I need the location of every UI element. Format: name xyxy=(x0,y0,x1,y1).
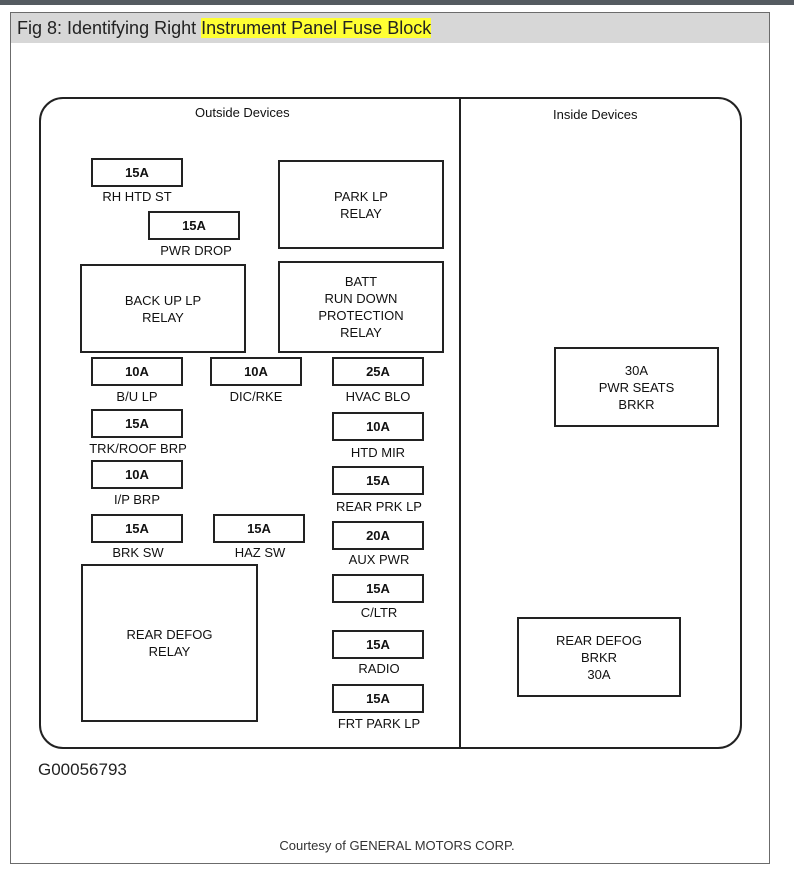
top-bar xyxy=(0,0,794,5)
section-divider xyxy=(459,98,461,748)
section-title-inside: Inside Devices xyxy=(553,107,638,122)
fuse-label-bu-lp: B/U LP xyxy=(116,389,158,404)
fuse-label-haz-sw: HAZ SW xyxy=(234,545,286,560)
fuse-radio: 15A xyxy=(332,630,424,659)
relay-park-lp: PARK LP RELAY xyxy=(278,160,444,249)
fuse-label-aux-pwr: AUX PWR xyxy=(348,552,410,567)
fuse-label-radio: RADIO xyxy=(358,661,400,676)
figure-id: G00056793 xyxy=(38,760,127,779)
fuse-label-rear-prk-lp: REAR PRK LP xyxy=(336,499,422,514)
fuse-haz-sw: 15A xyxy=(213,514,305,543)
section-title-outside: Outside Devices xyxy=(195,105,290,120)
fuse-frt-park-lp: 15A xyxy=(332,684,424,713)
fuse-label-trk-roof-brp: TRK/ROOF BRP xyxy=(89,441,187,456)
relay-back-up-lp: BACK UP LP RELAY xyxy=(80,264,246,353)
figure-frame: Fig 8: Identifying Right Instrument Pane… xyxy=(10,12,770,864)
relay-batt-run-down: BATT RUN DOWN PROTECTION RELAY xyxy=(278,261,444,353)
fuse-label-pwr-drop: PWR DROP xyxy=(160,243,232,258)
fuse-ip-brp: 10A xyxy=(91,460,183,489)
fuse-label-frt-park-lp: FRT PARK LP xyxy=(337,716,421,731)
fuse-label-hvac-blo: HVAC BLO xyxy=(345,389,411,404)
fuse-c-ltr: 15A xyxy=(332,574,424,603)
fuse-label-dic-rke: DIC/RKE xyxy=(229,389,283,404)
fuse-label-ip-brp: I/P BRP xyxy=(113,492,161,507)
fuse-trk-roof-brp: 15A xyxy=(91,409,183,438)
fuse-bu-lp: 10A xyxy=(91,357,183,386)
fuse-dic-rke: 10A xyxy=(210,357,302,386)
fuse-label-htd-mir: HTD MIR xyxy=(350,445,406,460)
credit-line: Courtesy of GENERAL MOTORS CORP. xyxy=(279,838,515,853)
fuse-pwr-drop: 15A xyxy=(148,211,240,240)
fuse-rh-htd-st: 15A xyxy=(91,158,183,187)
breaker-rear-defog: REAR DEFOG BRKR 30A xyxy=(517,617,681,697)
fuse-label-c-ltr: C/LTR xyxy=(360,605,398,620)
fuse-label-rh-htd-st: RH HTD ST xyxy=(102,189,172,204)
breaker-pwr-seats: 30A PWR SEATS BRKR xyxy=(554,347,719,427)
fuse-htd-mir: 10A xyxy=(332,412,424,441)
fuse-aux-pwr: 20A xyxy=(332,521,424,550)
fuse-block-outline xyxy=(39,97,742,749)
figure-caption: Fig 8: Identifying Right Instrument Pane… xyxy=(11,13,769,43)
fuse-label-brk-sw: BRK SW xyxy=(112,545,164,560)
fuse-hvac-blo: 25A xyxy=(332,357,424,386)
relay-rear-defog: REAR DEFOG RELAY xyxy=(81,564,258,722)
fuse-brk-sw: 15A xyxy=(91,514,183,543)
fuse-rear-prk-lp: 15A xyxy=(332,466,424,495)
caption-prefix: Fig 8: Identifying Right xyxy=(17,18,202,38)
caption-highlight: Instrument Panel Fuse Block xyxy=(201,18,432,38)
